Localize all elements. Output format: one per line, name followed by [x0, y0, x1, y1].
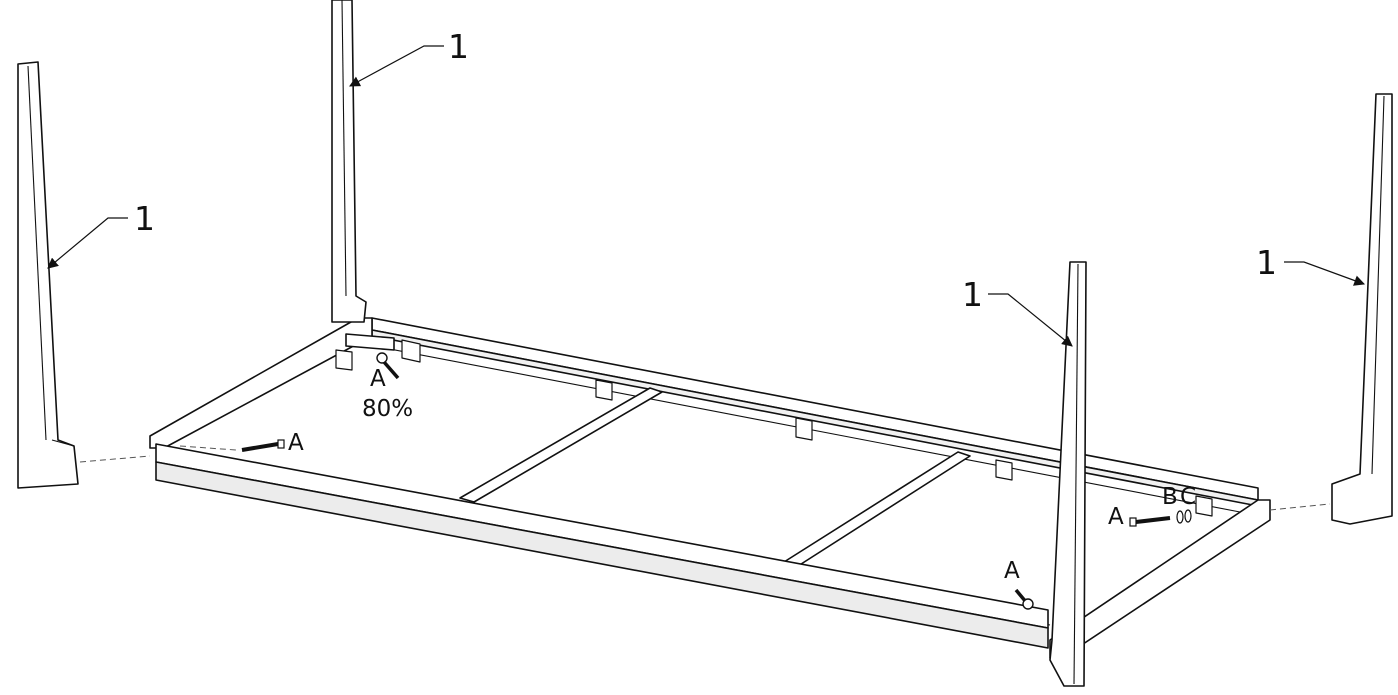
label-leg-front-right: 1: [962, 275, 983, 314]
label-screw-left: A: [288, 430, 304, 456]
cross-brace-left: [459, 387, 663, 503]
front-rail: [155, 443, 1049, 629]
cross-brace-right: [783, 451, 971, 567]
corner-block-top-left: [345, 333, 395, 351]
label-leg-far-left: 1: [134, 199, 155, 238]
label-screw-corner-bottom: A: [1004, 558, 1020, 584]
corner-brackets: [335, 339, 1213, 517]
label-screw-corner: A: [370, 366, 386, 392]
legs: [17, 0, 1393, 687]
leader-leg-far-right: [1284, 261, 1366, 286]
label-screw-right: A: [1108, 504, 1124, 530]
alignment-lines: [79, 445, 1331, 511]
leg-front-right: [1049, 261, 1087, 687]
screw-corner-top-left: [376, 352, 400, 380]
leg-far-right: [1331, 93, 1393, 525]
leader-lines: [47, 45, 1366, 347]
table-frame: [149, 317, 1271, 659]
screw-right: [1129, 509, 1192, 527]
leg-back-left: [331, 0, 367, 323]
hardware: [241, 352, 1192, 610]
label-washer-c: C: [1180, 484, 1196, 510]
leader-leg-front-right: [988, 293, 1073, 347]
label-torque-note: 80%: [362, 396, 413, 422]
label-leg-back-left: 1: [448, 27, 469, 66]
label-washer-b: B: [1162, 484, 1178, 510]
label-leg-far-right: 1: [1256, 243, 1277, 282]
front-rail-face: [155, 461, 1049, 649]
leader-leg-far-left: [47, 217, 128, 269]
leader-leg-back-left: [349, 45, 444, 87]
screw-left: [241, 439, 285, 452]
screw-corner-bottom-right: [1014, 588, 1034, 610]
leg-far-left: [17, 61, 79, 489]
left-end-rail: [149, 317, 373, 449]
part-labels: 1 1 1 1 A A 80% A B C A: [134, 27, 1277, 584]
